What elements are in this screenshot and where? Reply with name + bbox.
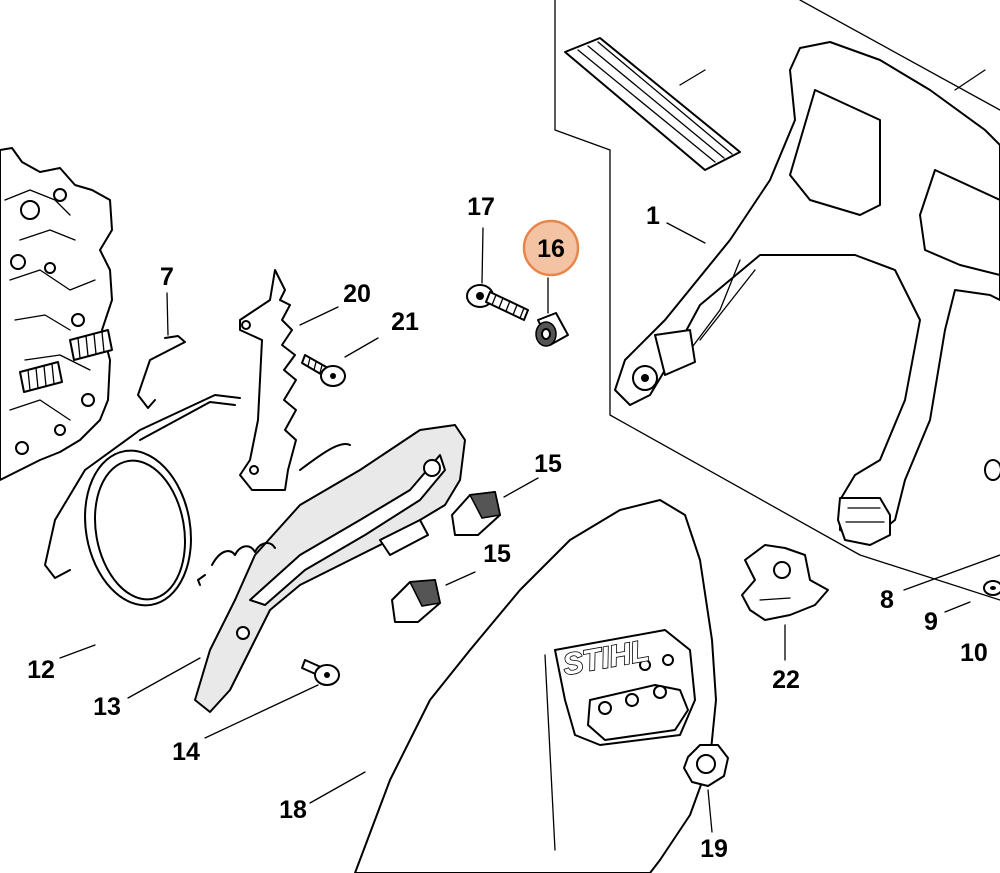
small-parts-right: [983, 459, 1000, 596]
nut-19: [683, 744, 729, 787]
grip-strip: [564, 37, 741, 171]
screw-21: [301, 354, 346, 387]
sleeve-16: [535, 312, 569, 347]
callout-16[interactable]: 16: [537, 235, 565, 263]
wire-clip: [137, 335, 186, 409]
callout-labels: 1 7 8 9 10 12 13 14 15 15 16 17 18 19 20…: [27, 193, 988, 863]
callout-10[interactable]: 10: [960, 639, 988, 667]
bushing-15-upper: [451, 491, 501, 536]
leader-lines: [59, 222, 1000, 833]
screw-17: [466, 284, 529, 321]
callout-18[interactable]: 18: [279, 796, 307, 824]
callout-8[interactable]: 8: [880, 586, 894, 614]
callout-14[interactable]: 14: [172, 738, 200, 766]
callout-13[interactable]: 13: [93, 693, 121, 721]
callout-15-lower[interactable]: 15: [483, 540, 511, 568]
screw-14: [301, 659, 340, 686]
engine-housing: [0, 147, 113, 481]
callout-7[interactable]: 7: [160, 263, 174, 291]
sprocket-cover: STIHL: [354, 499, 717, 873]
callout-22[interactable]: 22: [772, 666, 800, 694]
callout-17[interactable]: 17: [467, 193, 495, 221]
hand-guard: [614, 41, 1000, 546]
brake-band: [44, 394, 241, 607]
toothed-bumper: [239, 269, 297, 491]
callout-15-upper[interactable]: 15: [534, 450, 562, 478]
latch-22: [741, 544, 829, 621]
callout-1[interactable]: 1: [646, 202, 660, 230]
background-panel: [554, 0, 1000, 601]
chain-brake-lever: [194, 424, 466, 713]
bushing-15-lower: [391, 579, 441, 623]
callout-9[interactable]: 9: [924, 608, 938, 636]
callout-21[interactable]: 21: [391, 308, 419, 336]
highlight-marker: [522, 219, 580, 277]
callout-12[interactable]: 12: [27, 656, 55, 684]
callout-19[interactable]: 19: [700, 835, 728, 863]
callout-20[interactable]: 20: [343, 280, 371, 308]
